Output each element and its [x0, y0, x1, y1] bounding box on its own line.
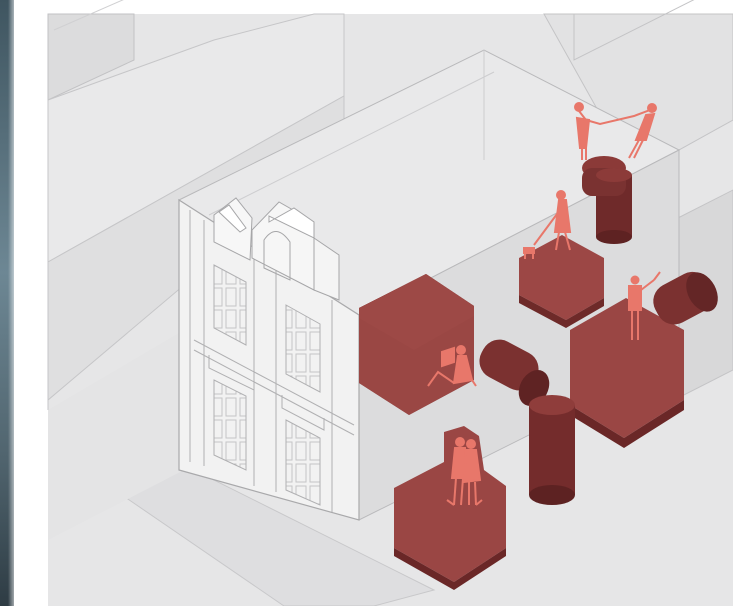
cylinder-vertical: [529, 395, 575, 505]
left-edge-photo-strip: [0, 0, 14, 606]
isometric-drawing: [14, 0, 733, 606]
